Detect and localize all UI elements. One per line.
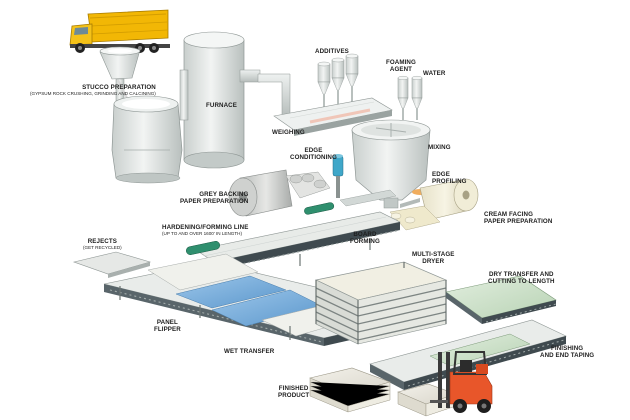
multi-stage-dryer [314, 261, 448, 345]
label-panel-flipper: PANEL FLIPPER [154, 319, 181, 333]
rejects-platform [72, 251, 152, 278]
label-weighing: WEIGHING [272, 129, 305, 136]
label-multi-stage-dryer: MULTI-STAGE DRYER [412, 251, 455, 265]
label-wet-transfer: WET TRANSFER [224, 348, 275, 355]
cream-facing-paper-roll [389, 178, 479, 231]
label-board-forming: BOARD FORMING [350, 231, 380, 245]
label-additives: ADDITIVES [315, 48, 349, 55]
furnace [179, 31, 291, 169]
label-cream-facing-paper: CREAM FACING PAPER PREPARATION [484, 211, 553, 225]
foaming-water-tanks [397, 75, 423, 120]
forklift [430, 351, 493, 413]
label-edge-profiling: EDGE PROFILING [432, 171, 467, 185]
label-hardening-forming-line: HARDENING/FORMING LINE (UP TO AND OVER 1… [162, 224, 249, 236]
dry-transfer-conveyor [445, 275, 557, 324]
label-stucco-preparation: STUCCO PREPARATION (GYPSUM ROCK CRUSHING… [30, 84, 156, 96]
label-finished-product: FINISHED PRODUCT [278, 385, 310, 399]
stucco-preparation-unit [99, 46, 183, 184]
label-water: WATER [423, 70, 446, 77]
dump-truck [69, 9, 170, 53]
label-dry-transfer: DRY TRANSFER AND CUTTING TO LENGTH [488, 271, 555, 285]
weighing-conveyor [273, 97, 393, 136]
label-edge-conditioning: EDGE CONDITIONING [290, 147, 337, 161]
label-finishing-end-taping: FINISHING AND END TAPING [540, 345, 595, 359]
label-rejects: REJECTS (GET RECYCLED) [83, 238, 122, 250]
edge-conditioning-unit [332, 154, 344, 198]
label-mixing: MIXING [428, 144, 451, 151]
label-grey-backing-paper: GREY BACKING PAPER PREPARATION [180, 191, 249, 205]
mixer [351, 119, 431, 209]
label-foaming-agent: FOAMING AGENT [386, 59, 416, 73]
label-furnace: FURNACE [206, 102, 237, 109]
grey-backing-paper-roll [228, 169, 331, 217]
additive-silos [317, 53, 359, 108]
